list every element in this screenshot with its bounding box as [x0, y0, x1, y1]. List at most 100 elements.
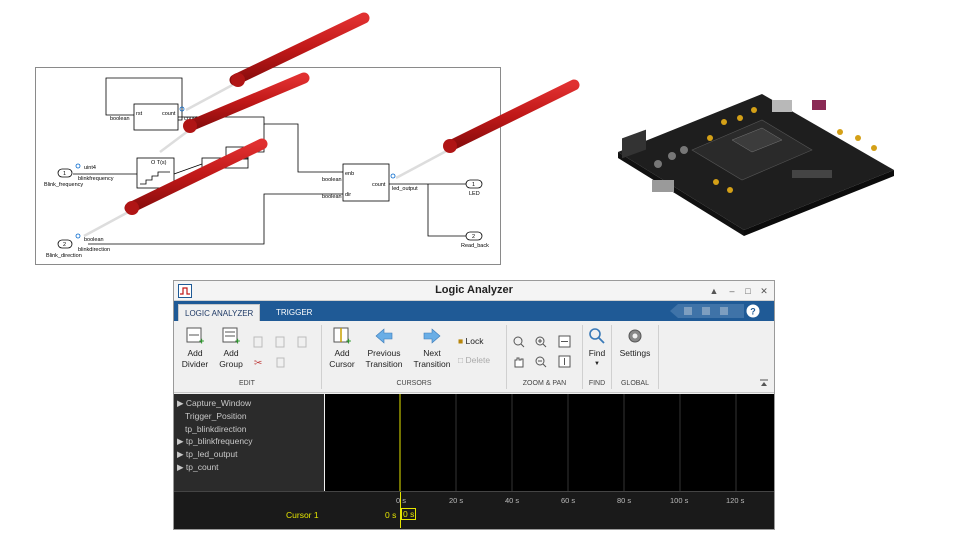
separator — [321, 325, 322, 389]
trash-icon[interactable] — [274, 355, 287, 368]
app-icon — [178, 284, 192, 298]
section-zoom-pan-label: ZOOM & PAN — [522, 380, 567, 387]
tick-label: 80 s — [617, 496, 632, 505]
svg-text:+: + — [199, 336, 204, 345]
label-in2-boolean: boolean — [84, 237, 104, 243]
undock-icon[interactable] — [684, 307, 692, 315]
help-icon[interactable]: ▲ — [709, 286, 719, 296]
tick-label: 0 s — [396, 496, 407, 505]
maximize-button[interactable]: □ — [745, 286, 751, 296]
tick-label: 100 s — [670, 496, 689, 505]
waveform-area[interactable] — [325, 394, 774, 491]
next-transition-label: Next Transition — [413, 348, 451, 369]
add-divider-icon: + — [186, 327, 204, 345]
minimize-button[interactable]: – — [729, 286, 735, 296]
cursor-value: 0 s — [385, 510, 397, 520]
tick-label: 120 s — [726, 496, 745, 505]
label-blink-direction: Blink_direction — [46, 253, 82, 259]
label-count-out: count — [184, 116, 198, 122]
settings-button[interactable]: Settings — [616, 327, 654, 359]
label-led: LED — [469, 191, 480, 197]
find-button[interactable]: Find ▼ — [586, 327, 608, 370]
separator — [506, 325, 507, 389]
expand-arrow-icon[interactable]: ▶ — [177, 462, 184, 472]
label-blinkdirection: blinkdirection — [78, 247, 110, 253]
add-group-icon: + — [222, 327, 240, 345]
add-divider-label: Add Divider — [181, 348, 209, 369]
signal-row[interactable]: tp_blinkdirection — [185, 424, 247, 434]
label-boolean: boolean — [110, 116, 130, 122]
probe-1 — [185, 12, 370, 112]
duplicate-icon[interactable] — [296, 335, 309, 348]
tick-label: 60 s — [561, 496, 576, 505]
paste-icon[interactable] — [274, 335, 287, 348]
section-edit-label: EDIT — [239, 380, 255, 387]
lock-label: Lock — [465, 336, 484, 346]
zoom-out-icon[interactable] — [534, 355, 547, 368]
add-group-button[interactable]: + Add Group — [215, 327, 247, 370]
zoom-in-icon[interactable] — [534, 335, 547, 348]
fpga-board-image — [618, 94, 894, 236]
signal-row[interactable]: ▶ tp_led_output — [177, 449, 238, 459]
previous-transition-button[interactable]: Previous Transition — [362, 327, 406, 370]
pan-hand-icon[interactable] — [512, 355, 525, 368]
port-2-number: 2 — [63, 242, 66, 248]
cut-icon[interactable]: ✂ — [252, 355, 265, 368]
section-global-label: GLOBAL — [620, 380, 649, 387]
close-button[interactable]: ✕ — [760, 286, 768, 296]
find-label: Find — [588, 348, 606, 358]
add-cursor-button[interactable]: + Add Cursor — [326, 327, 358, 370]
label-read-back: Read_back — [461, 243, 489, 249]
next-transition-button[interactable]: Next Transition — [410, 327, 454, 370]
port-1-number: 1 — [63, 171, 66, 177]
tab-bar: LOGIC ANALYZER TRIGGER ? — [174, 301, 774, 321]
chevron-down-icon: ▼ — [594, 361, 600, 367]
expand-arrow-icon[interactable]: ▶ — [177, 449, 184, 459]
probe-2 — [159, 72, 310, 153]
label-led-output: led_output — [392, 186, 418, 192]
expand-arrow-icon[interactable]: ▶ — [177, 436, 184, 446]
tab-trigger[interactable]: TRIGGER — [276, 308, 313, 317]
toolstrip-controls — [670, 304, 744, 318]
zoom-x-icon[interactable] — [512, 335, 525, 348]
separator — [658, 325, 659, 389]
zoom-to-cursor-icon[interactable] — [558, 355, 571, 368]
delete-button[interactable]: □ Delete — [458, 355, 490, 369]
label-blinkfrequency: blinkfrequency — [78, 176, 114, 182]
signal-row[interactable]: ▶ tp_count — [177, 462, 219, 472]
add-divider-button[interactable]: + Add Divider — [179, 327, 211, 370]
simulink-diagram: boolean rst count count uint4 blinkfrequ… — [35, 67, 501, 265]
toolstrip-ribbon: + Add Divider + Add Group ✂ EDIT + Add C… — [174, 321, 774, 393]
label-rst: rst — [136, 111, 143, 117]
add-group-label: Add Group — [219, 348, 243, 369]
signal-list: ▶ Capture_Window Trigger_Position tp_bli… — [174, 394, 324, 491]
label-uint4: uint4 — [84, 165, 96, 171]
probe-3 — [83, 138, 268, 238]
signal-row[interactable]: ▶ Capture_Window — [177, 398, 252, 408]
signal-row[interactable]: ▶ tp_blinkfrequency — [177, 436, 253, 446]
tab-logic-analyzer[interactable]: LOGIC ANALYZER — [178, 304, 261, 321]
search-icon — [589, 328, 605, 344]
section-cursors-label: CURSORS — [396, 380, 432, 387]
lock-button[interactable]: ■ Lock — [458, 336, 483, 350]
collapse-ribbon-icon[interactable] — [760, 379, 768, 387]
diagram-canvas: boolean rst count count uint4 blinkfrequ… — [44, 77, 489, 259]
fit-to-view-icon[interactable] — [558, 335, 571, 348]
delete-label: Delete — [465, 355, 491, 365]
svg-text:?: ? — [750, 307, 756, 317]
label-blink-frequency: Blink_frequency — [44, 182, 83, 188]
window-title: Logic Analyzer — [435, 284, 513, 296]
add-cursor-icon: + — [333, 327, 351, 345]
tick-label: 20 s — [449, 496, 464, 505]
section-find-label: FIND — [588, 380, 606, 387]
layout-icon[interactable] — [702, 307, 710, 315]
help-button-icon[interactable]: ? — [746, 304, 760, 318]
port-rb-number: 2 — [472, 234, 475, 240]
copy-icon[interactable] — [252, 335, 265, 348]
signal-row[interactable]: Trigger_Position — [185, 411, 247, 421]
tile-icon[interactable] — [720, 307, 728, 315]
expand-arrow-icon[interactable]: ▶ — [177, 398, 184, 408]
svg-text:✂: ✂ — [254, 358, 262, 368]
cursor-position-box[interactable]: 0 s — [401, 508, 417, 520]
